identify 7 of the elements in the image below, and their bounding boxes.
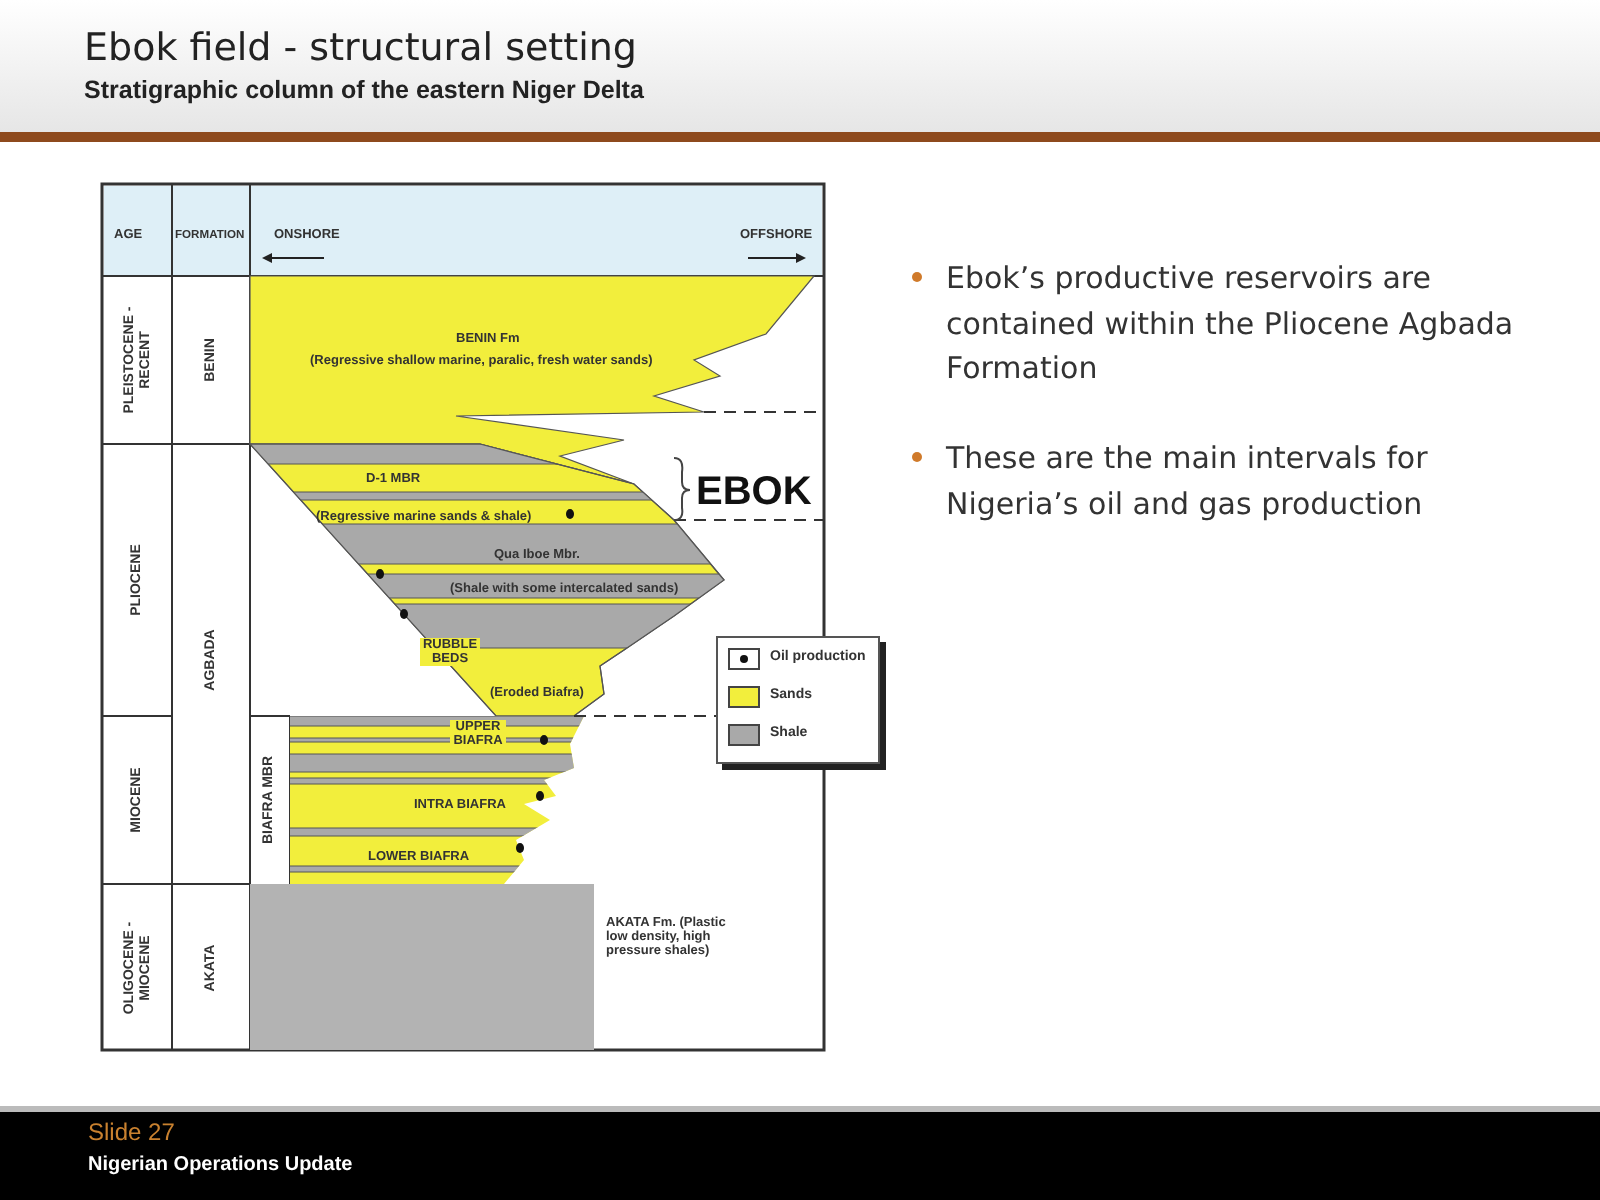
bullet-text: Ebok’s productive reservoirs are contained within the Pliocene Agbada Formation <box>946 258 1516 390</box>
slide-subtitle: Stratigraphic column of the eastern Niger Delta <box>84 78 644 106</box>
slide-title: Ebok field - structural setting <box>84 28 637 70</box>
slide-number: Slide 27 <box>88 1120 175 1147</box>
footer-text: Nigerian Operations Update <box>88 1154 353 1176</box>
field-label: EBOK <box>696 470 812 514</box>
bullet-text: These are the main intervals for Nigeria’s oil and gas production <box>946 438 1430 525</box>
